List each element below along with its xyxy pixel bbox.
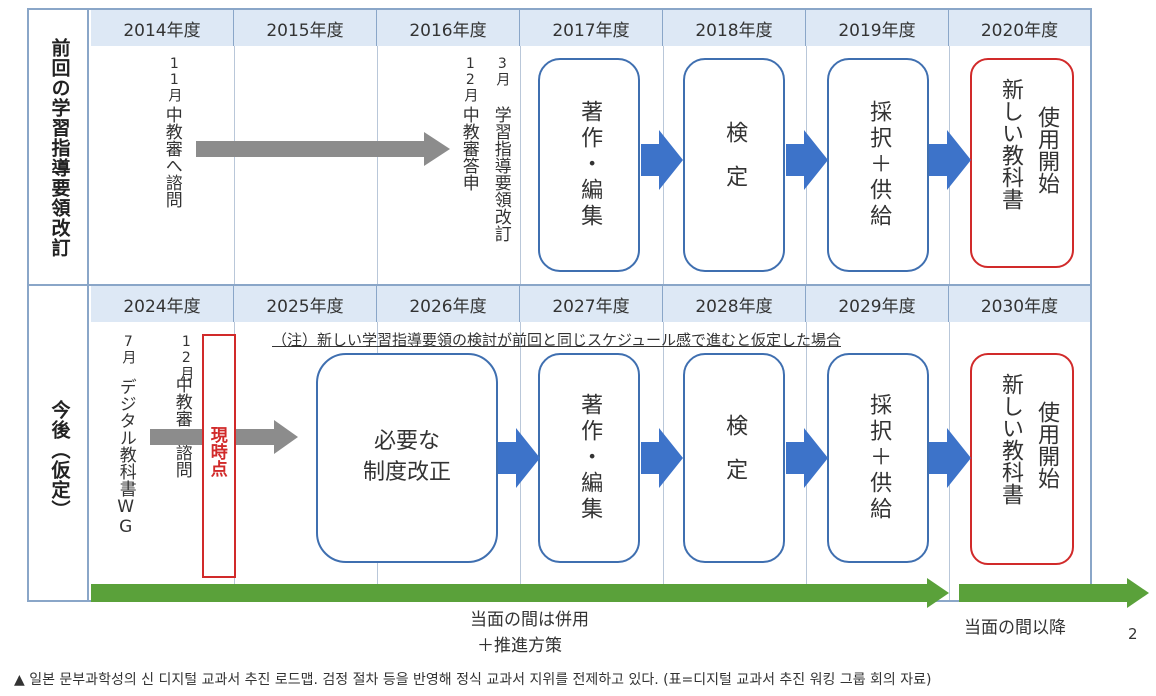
row-label-bottom: 今後（仮定）	[48, 400, 71, 520]
month-label: 12月	[462, 56, 479, 102]
green-arrow-right	[959, 578, 1149, 608]
month-label: 3月	[494, 56, 511, 86]
grid-line	[520, 46, 521, 284]
step-box-authoring: 著作・編集	[538, 58, 640, 272]
blue-arrow	[641, 130, 683, 190]
year-header-top-2016: 2016年度	[377, 10, 520, 46]
current-point-marker	[202, 334, 236, 578]
year-header-bottom-2024: 2024年度	[91, 286, 234, 322]
promotion-measures-label: ＋推進方策	[477, 636, 562, 656]
new-textbook-label: 新しい教科書	[998, 373, 1023, 505]
event-label: 中教審答申	[458, 106, 479, 191]
after-interim-label: 当面の間以降	[964, 618, 1066, 638]
event-label: 学習指導要領改訂	[490, 106, 511, 242]
green-arrow-left	[91, 578, 949, 608]
step-box-adoption: 採択＋供給	[827, 353, 929, 563]
year-header-top-2017: 2017年度	[520, 10, 663, 46]
blue-arrow	[786, 130, 828, 190]
row-label-col	[29, 10, 89, 600]
assumption-note: （注）新しい学習指導要領の検討が前回と同じスケジュール感で進むと仮定した場合	[272, 331, 841, 349]
blue-arrow	[786, 428, 828, 488]
current-point-label: 現時点	[206, 426, 227, 477]
blue-arrow	[929, 130, 971, 190]
row-label-top: 前回の学習指導要領改訂	[48, 38, 71, 258]
month-label: 11月	[166, 56, 183, 102]
blue-arrow	[641, 428, 683, 488]
event-label: デジタル教科書WG	[115, 378, 136, 537]
year-header-top-2015: 2015年度	[234, 10, 377, 46]
blue-arrow	[929, 428, 971, 488]
new-textbook-box-top: 新しい教科書 使用開始	[970, 58, 1074, 268]
year-header-bottom-2025: 2025年度	[234, 286, 377, 322]
year-header-top-2019: 2019年度	[806, 10, 949, 46]
event-label: 中教審へ諮問	[171, 376, 192, 478]
step-box-screening: 検定	[683, 58, 785, 272]
year-header-bottom-2026: 2026年度	[377, 286, 520, 322]
year-header-bottom-2027: 2027年度	[520, 286, 663, 322]
year-header-bottom-2029: 2029年度	[806, 286, 949, 322]
start-use-label: 使用開始	[1034, 401, 1059, 489]
step-box-label: 著作・編集	[577, 100, 603, 230]
page-number: 2	[1128, 625, 1138, 643]
step-box-label: 採択＋供給	[866, 100, 892, 230]
step-box-screening: 検定	[683, 353, 785, 563]
new-textbook-label: 新しい教科書	[998, 78, 1023, 210]
step-box-reform: 必要な 制度改正	[316, 353, 498, 563]
step-box-label: 検定	[722, 121, 748, 209]
month-label: 7月	[120, 334, 137, 364]
month-label: 12月	[178, 334, 195, 380]
step-box-label: 必要な	[373, 429, 440, 455]
event-label: 中教審へ諮問	[161, 106, 182, 208]
step-box-label: 検定	[722, 414, 748, 502]
step-box-label: 採択＋供給	[866, 393, 892, 523]
step-box-adoption: 採択＋供給	[827, 58, 929, 272]
grid-line	[234, 46, 235, 284]
blue-arrow	[498, 428, 540, 488]
start-use-label: 使用開始	[1034, 106, 1059, 194]
step-box-label: 著作・編集	[577, 393, 603, 523]
year-header-bottom-2030: 2030年度	[949, 286, 1090, 322]
new-textbook-box-bottom: 新しい教科書 使用開始	[970, 353, 1074, 565]
gray-arrow-top	[196, 132, 450, 166]
year-header-top-2018: 2018年度	[663, 10, 806, 46]
year-header-bottom-2028: 2028年度	[663, 286, 806, 322]
year-header-top-2020: 2020年度	[949, 10, 1090, 46]
step-box-label: 制度改正	[362, 460, 451, 485]
year-header-top-2014: 2014年度	[91, 10, 234, 46]
caption: ▲ 일본 문부과학성의 신 디지털 교과서 추진 로드맵. 검정 절차 등을 반…	[14, 672, 932, 688]
row-divider	[29, 284, 1090, 286]
concurrent-use-label: 当面の間は併用	[470, 610, 589, 630]
grid-line	[377, 46, 378, 284]
step-box-authoring: 著作・編集	[538, 353, 640, 563]
